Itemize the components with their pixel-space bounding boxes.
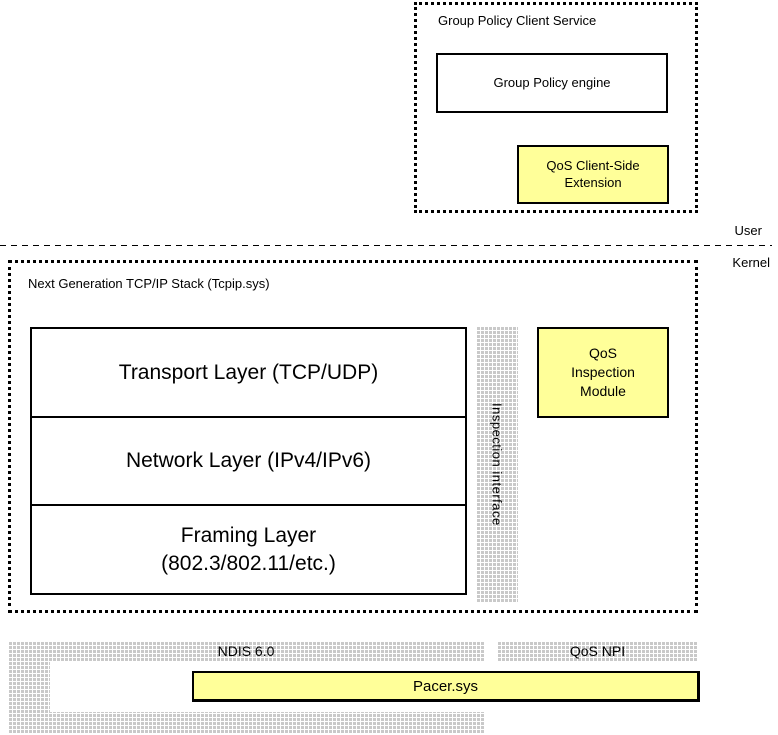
user-kernel-divider-line bbox=[0, 245, 772, 247]
framing-layer-label: Framing Layer (802.3/802.11/etc.) bbox=[161, 524, 336, 575]
group-policy-engine-box: Group Policy engine bbox=[436, 53, 668, 113]
transport-layer-box: Transport Layer (TCP/UDP) bbox=[32, 329, 465, 416]
network-layer-box: Network Layer (IPv4/IPv6) bbox=[32, 415, 465, 505]
group-policy-client-service-container: Group Policy Client Service Group Policy… bbox=[414, 2, 698, 213]
qos-npi-label: QoS NPI bbox=[569, 643, 626, 659]
qos-client-side-extension-box: QoS Client-Side Extension bbox=[517, 145, 669, 204]
inspection-interface-label: Inspection interface bbox=[489, 402, 505, 526]
group-policy-client-service-title: Group Policy Client Service bbox=[438, 13, 597, 28]
qos-npi-bar: QoS NPI bbox=[497, 641, 698, 661]
pacer-sys-box: Pacer.sys bbox=[192, 671, 700, 702]
ndis-label-text: NDIS 6.0 bbox=[217, 643, 275, 659]
group-policy-engine-label: Group Policy engine bbox=[493, 74, 611, 90]
user-label: User bbox=[734, 223, 762, 238]
framing-layer-box: Framing Layer (802.3/802.11/etc.) bbox=[32, 504, 465, 593]
tcpip-stack-title: Next Generation TCP/IP Stack (Tcpip.sys) bbox=[28, 276, 270, 291]
network-layer-label: Network Layer (IPv4/IPv6) bbox=[125, 449, 372, 473]
qos-inspection-module-label: QoS Inspection Module bbox=[571, 345, 635, 399]
inspection-interface-bar: Inspection interface bbox=[476, 326, 518, 602]
kernel-label: Kernel bbox=[732, 255, 770, 270]
ndis-label: NDIS 6.0 bbox=[8, 641, 484, 661]
qos-inspection-module-box: QoS Inspection Module bbox=[537, 327, 669, 418]
transport-layer-label: Transport Layer (TCP/UDP) bbox=[118, 360, 379, 384]
protocol-layer-stack: Transport Layer (TCP/UDP) Network Layer … bbox=[30, 327, 467, 595]
pacer-sys-label: Pacer.sys bbox=[412, 677, 479, 695]
tcpip-stack-container: Next Generation TCP/IP Stack (Tcpip.sys)… bbox=[8, 260, 698, 613]
qos-client-side-extension-label: QoS Client-Side Extension bbox=[546, 158, 640, 190]
